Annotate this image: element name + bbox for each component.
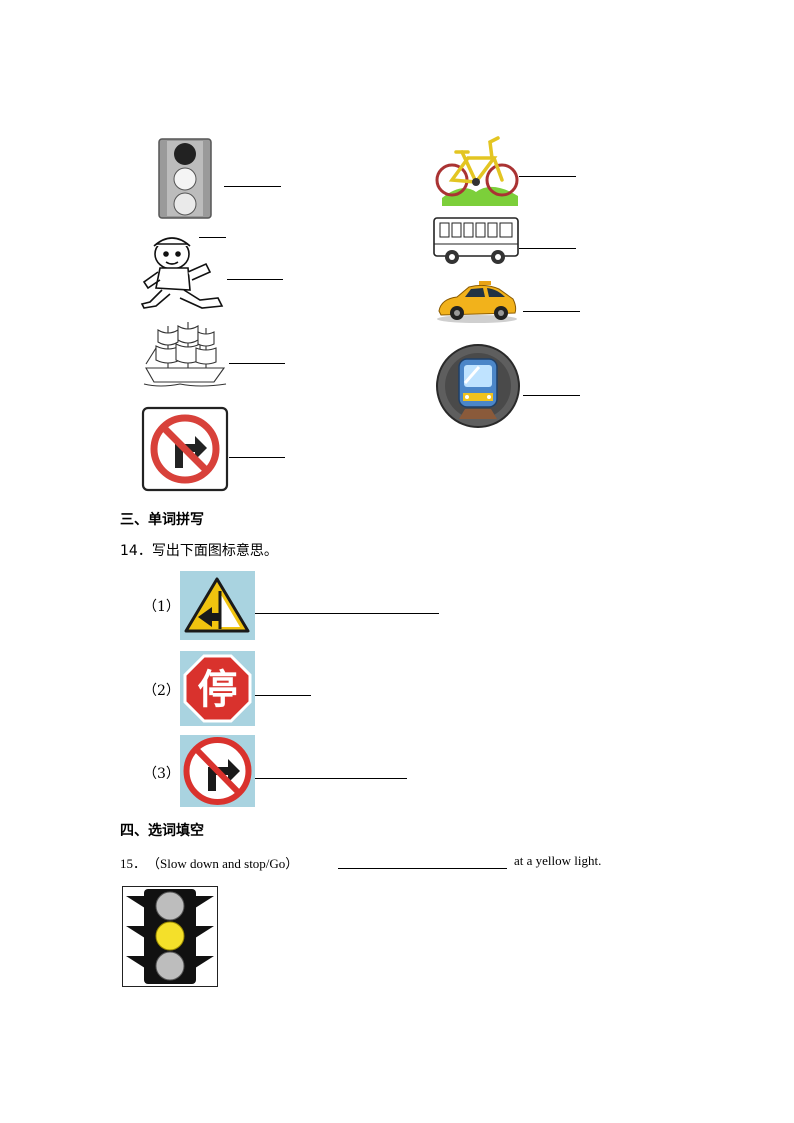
question-15-tail: at a yellow light. (514, 853, 602, 868)
item-label-3: （3） (143, 766, 180, 782)
item-label-2: （2） (143, 683, 180, 699)
answer-line-15[interactable] (338, 868, 507, 869)
answer-line-2[interactable] (227, 279, 283, 280)
answer-line-7[interactable] (523, 311, 580, 312)
answer-line-14-1[interactable] (255, 613, 439, 614)
no-right-turn-sign-image (141, 406, 229, 492)
pointer-line (199, 237, 226, 238)
no-right-turn-sign-small-image (180, 735, 255, 807)
subway-train-image (435, 343, 521, 429)
answer-line-1[interactable] (224, 186, 281, 187)
sailing-ship-image (140, 318, 230, 390)
question-14-prompt: 14．写出下面图标意思。 (120, 543, 278, 559)
warning-sign-image (180, 571, 255, 640)
answer-line-14-2[interactable] (255, 695, 311, 696)
taxi-image (435, 279, 519, 325)
stop-sign-image: 停 (180, 651, 255, 726)
section-heading-3: 三、单词拼写 (120, 512, 204, 528)
answer-line-4[interactable] (229, 457, 285, 458)
answer-line-8[interactable] (523, 395, 580, 396)
section-heading-4: 四、选词填空 (120, 823, 204, 839)
answer-line-6[interactable] (519, 248, 576, 249)
traffic-light-gray-image (155, 137, 215, 220)
question-15-number: 15． (120, 856, 147, 871)
traffic-light-yellow-image (122, 886, 218, 987)
walking-kid-image (138, 232, 228, 310)
bicycle-image (432, 130, 520, 206)
answer-line-14-3[interactable] (255, 778, 407, 779)
question-15-options: （Slow down and stop/Go） (147, 856, 299, 871)
item-label-1: （1） (143, 599, 180, 615)
answer-line-3[interactable] (229, 363, 285, 364)
stop-sign-character: 停 (198, 667, 238, 713)
answer-line-5[interactable] (519, 176, 576, 177)
bus-image (432, 216, 520, 266)
